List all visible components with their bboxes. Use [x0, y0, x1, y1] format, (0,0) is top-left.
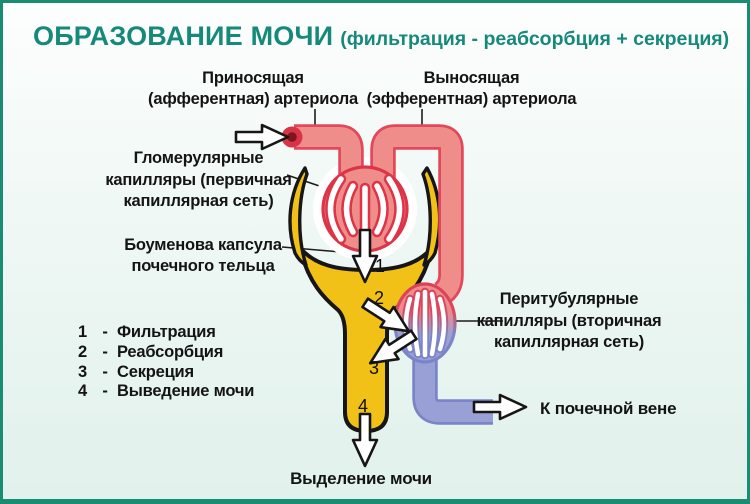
marker-3: 3 [369, 358, 379, 378]
label-glomerular-capillaries: Гломерулярные капилляры (первичная капил… [105, 149, 292, 210]
label-urine-excretion: Выделение мочи [290, 469, 432, 488]
label-peritubular-capillaries: Перитубулярные капилляры (вторичная капи… [476, 290, 662, 351]
glomerular-capillary-slits [325, 173, 405, 245]
marker-2: 2 [374, 288, 384, 308]
title-main: ОБРАЗОВАНИЕ МОЧИ [33, 21, 334, 51]
nephron-diagram: 1 2 3 4 [234, 109, 528, 468]
glomerulus [321, 165, 409, 253]
label-afferent-arteriole: Приносящая (афферентная) артериола [148, 69, 358, 108]
afferent-arteriole-tube [294, 124, 364, 185]
legend-item-reabsorption: 2-Реабсорбция [78, 342, 224, 361]
legend: 1-Фильтрация 2-Реабсорбция 3-Секреция 4-… [78, 323, 254, 402]
renal-vein-tube [412, 348, 493, 425]
marker-4: 4 [358, 396, 368, 416]
peritubular-capillary-slits [401, 287, 449, 360]
label-bowman-capsule: Боуменова капсула почечного тельца [124, 236, 282, 275]
page-title: ОБРАЗОВАНИЕ МОЧИ (фильтрация - реабсорбци… [33, 21, 733, 52]
vessel-mouth-ring [281, 126, 303, 148]
label-renal-vein: К почечной вене [540, 399, 677, 418]
marker-1: 1 [375, 256, 385, 276]
title-subtitle: (фильтрация - реабсорбция + секреция) [340, 28, 730, 50]
label-efferent-arteriole: Выносящая (эфферентная) артериола [366, 69, 577, 108]
legend-item-urine-output: 4-Выведение мочи [78, 382, 255, 401]
bowman-capsule-and-tubule [298, 246, 434, 433]
legend-item-filtration: 1-Фильтрация [78, 323, 216, 341]
capsule-right-horn [421, 166, 442, 267]
legend-item-secretion: 3-Секреция [78, 362, 194, 381]
capsule-left-horn [288, 166, 309, 267]
efferent-arteriole-tube [370, 124, 464, 305]
blood-inflow-arrow [234, 123, 290, 151]
